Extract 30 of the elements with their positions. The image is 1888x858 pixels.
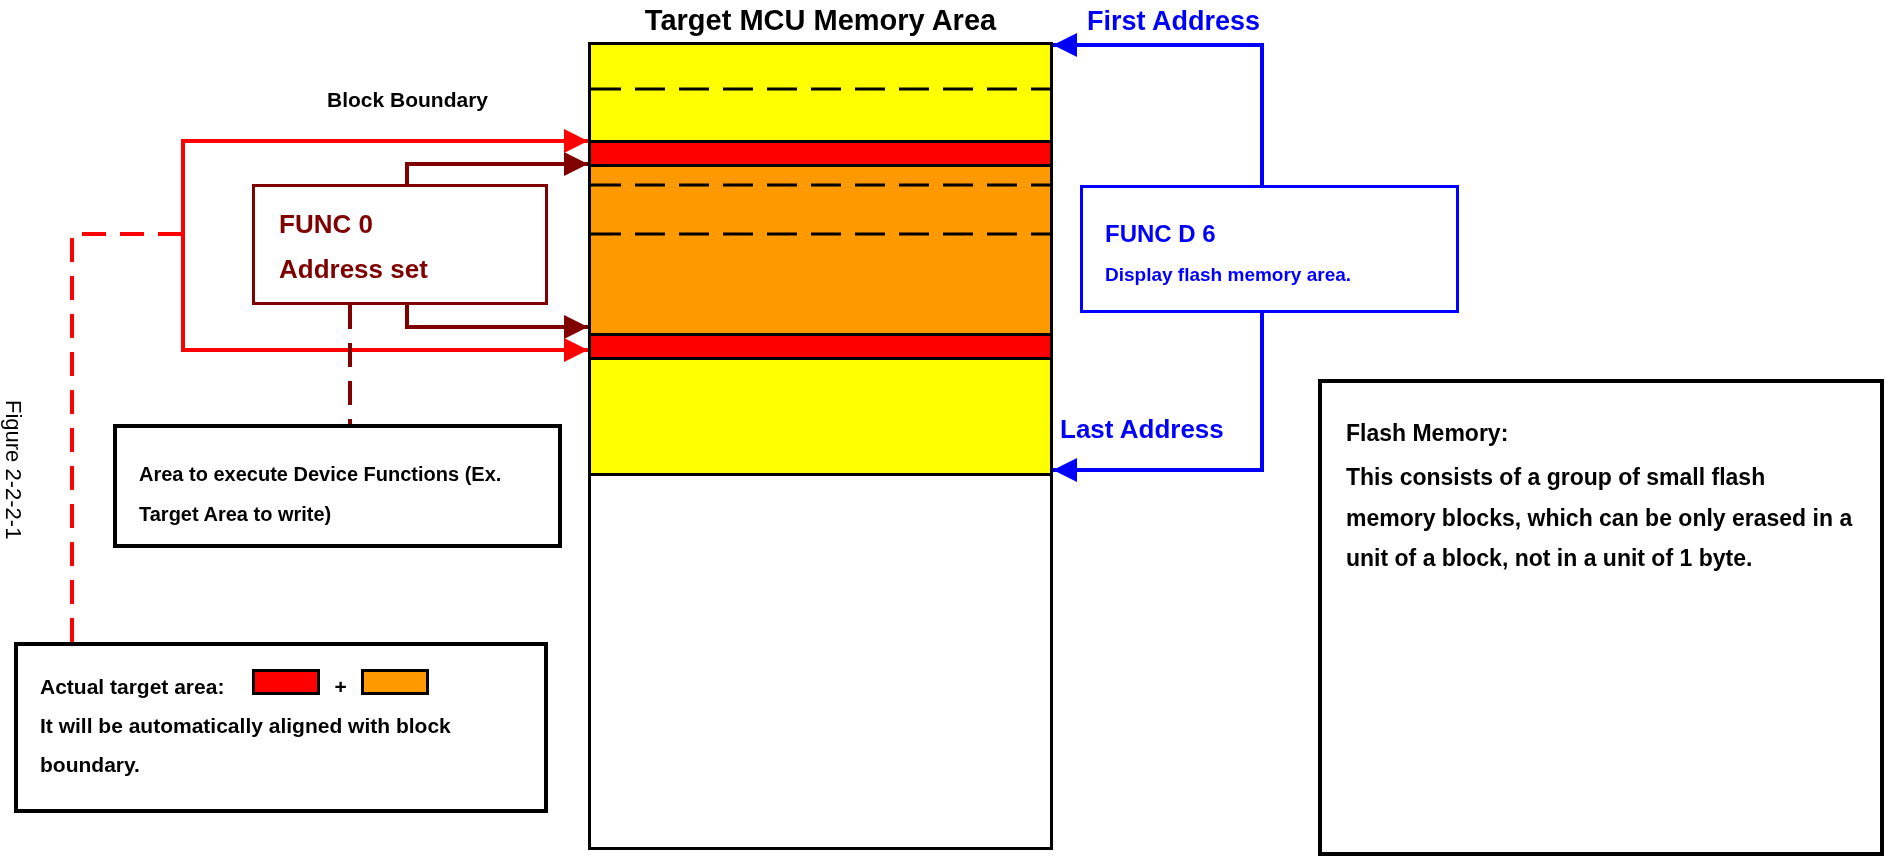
- function-box: [252, 184, 548, 305]
- function-title: FUNC D 6: [1105, 220, 1217, 248]
- arrow: [181, 234, 588, 362]
- arrow: [405, 152, 588, 184]
- memory-area-title: Target MCU Memory Area: [644, 4, 997, 37]
- note-text: Area to execute Device Functions (Ex. Target Area to write): [139, 462, 503, 527]
- leader-line: [348, 305, 352, 424]
- memory-band: [591, 140, 1050, 164]
- plus-sign: +: [334, 674, 347, 700]
- memory-band: [591, 45, 1050, 140]
- figure-caption: Figure 2-2-2-1: [0, 400, 26, 540]
- arrow: [1053, 33, 1264, 185]
- memory-band: [591, 357, 1050, 476]
- arrow: [181, 129, 588, 234]
- leader-line: [70, 232, 181, 642]
- function-description: Display flash memory area.: [1105, 264, 1353, 286]
- note-text: It will be automatically aligned with block boundary.: [40, 712, 452, 778]
- arrow: [405, 305, 588, 339]
- note-box: [113, 424, 562, 548]
- memory-band: [591, 164, 1050, 333]
- note-box: [1318, 379, 1884, 856]
- note-text: Actual target area:: [40, 674, 225, 700]
- function-description: Address set: [279, 254, 429, 285]
- function-box: [1080, 185, 1459, 313]
- note-text: This consists of a group of small flash memory blocks, which can be only erased in a unit of a block, not in a unit of 1 byte.: [1346, 463, 1854, 573]
- arrow: [1053, 313, 1264, 482]
- note-heading: Flash Memory:: [1346, 419, 1510, 448]
- memory-band: [591, 333, 1050, 357]
- function-title: FUNC 0: [279, 209, 374, 240]
- note-box: [14, 642, 548, 813]
